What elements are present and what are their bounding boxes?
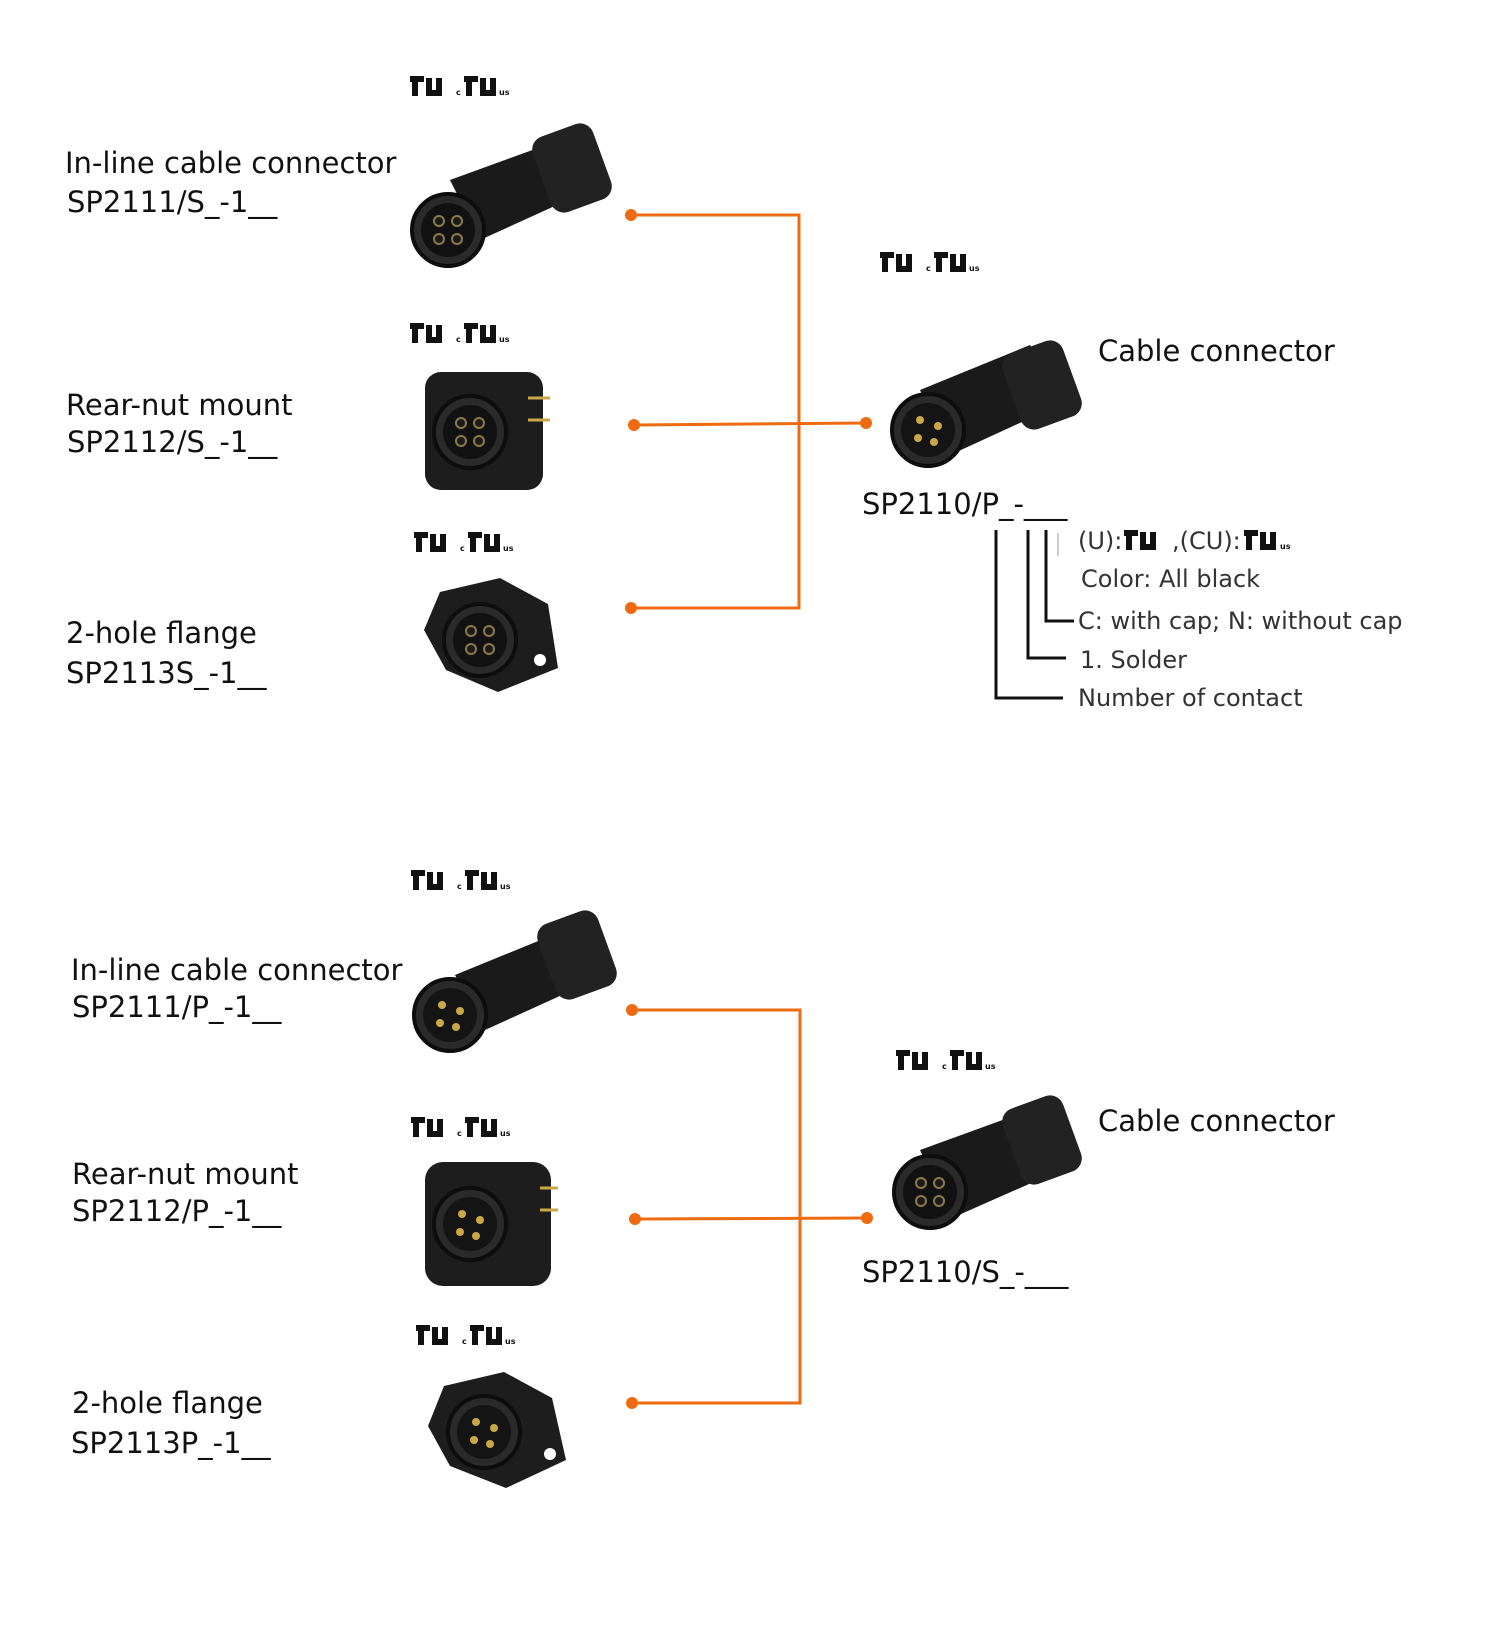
code-note-termination: 1. Solder <box>1080 646 1187 674</box>
ul-mark-icon: c us <box>411 1117 511 1138</box>
ul-mark-icon: c us <box>414 532 514 553</box>
mate-title: Cable connector <box>1098 334 1335 368</box>
cable-connector-female-image <box>892 1095 1082 1230</box>
cable-connector-male-image <box>890 340 1082 468</box>
svg-text:c: c <box>457 1129 462 1138</box>
code-note-color: Color: All black <box>1081 565 1260 593</box>
mate-part-number: SP2110/P_-___ <box>862 487 1068 521</box>
svg-text:us: us <box>499 335 510 344</box>
code-note-ul: (U): <box>1078 527 1122 555</box>
svg-text:c: c <box>457 882 462 891</box>
rear-nut-mount-female-image <box>425 372 550 490</box>
svg-text:us: us <box>1280 542 1291 551</box>
svg-text:c: c <box>942 1062 947 1071</box>
connection-dots <box>626 1004 873 1409</box>
code-note-cap: C: with cap; N: without cap <box>1078 607 1403 635</box>
svg-text:c: c <box>456 88 461 97</box>
item-part-number: SP2111/S_-1__ <box>67 185 278 219</box>
item-part-number: SP2113S_-1__ <box>66 656 267 690</box>
ul-mark-icon: c us <box>411 870 511 891</box>
svg-text:us: us <box>500 1129 511 1138</box>
two-hole-flange-male-image <box>428 1372 566 1488</box>
inline-cable-connector-female-image <box>410 123 612 268</box>
item-title: 2-hole flange <box>66 616 257 650</box>
item-part-number: SP2111/P_-1__ <box>72 990 282 1024</box>
item-title: In-line cable connector <box>65 146 397 180</box>
ul-mark-icon: c us <box>896 1050 996 1071</box>
code-note-contacts: Number of contact <box>1078 684 1303 712</box>
svg-text:us: us <box>503 544 514 553</box>
svg-text:c: c <box>462 1337 467 1346</box>
svg-text:us: us <box>500 882 511 891</box>
item-title: Rear-nut mount <box>72 1157 298 1191</box>
ul-mark-icon <box>1124 530 1156 550</box>
ul-mark-icon: c us <box>880 252 980 273</box>
cul-mark-icon: us <box>1244 530 1291 551</box>
inline-cable-connector-male-image <box>412 910 617 1053</box>
code-note-cul: ,(CU): <box>1172 527 1241 555</box>
connection-lines <box>632 1008 868 1405</box>
item-title: 2-hole flange <box>72 1386 263 1420</box>
svg-text:us: us <box>985 1062 996 1071</box>
svg-text:us: us <box>969 264 980 273</box>
ul-mark-icon: c us <box>410 323 510 344</box>
item-part-number: SP2113P_-1__ <box>71 1426 271 1460</box>
svg-text:us: us <box>505 1337 516 1346</box>
svg-text:c: c <box>926 264 931 273</box>
ordering-code-brackets <box>994 530 1074 700</box>
two-hole-flange-female-image <box>424 578 558 692</box>
svg-text:c: c <box>456 335 461 344</box>
connection-dots <box>625 209 872 614</box>
connection-lines <box>631 213 867 610</box>
mate-part-number: SP2110/S_-___ <box>862 1255 1069 1289</box>
item-part-number: SP2112/P_-1__ <box>72 1194 282 1228</box>
item-part-number: SP2112/S_-1__ <box>67 425 278 459</box>
item-title: In-line cable connector <box>71 953 403 987</box>
svg-text:c: c <box>460 544 465 553</box>
svg-text:us: us <box>499 88 510 97</box>
item-title: Rear-nut mount <box>66 388 292 422</box>
ul-mark-icon: c us <box>416 1325 516 1346</box>
rear-nut-mount-male-image <box>425 1162 558 1286</box>
ul-mark-icon: c us <box>410 76 510 97</box>
mate-title: Cable connector <box>1098 1104 1335 1138</box>
